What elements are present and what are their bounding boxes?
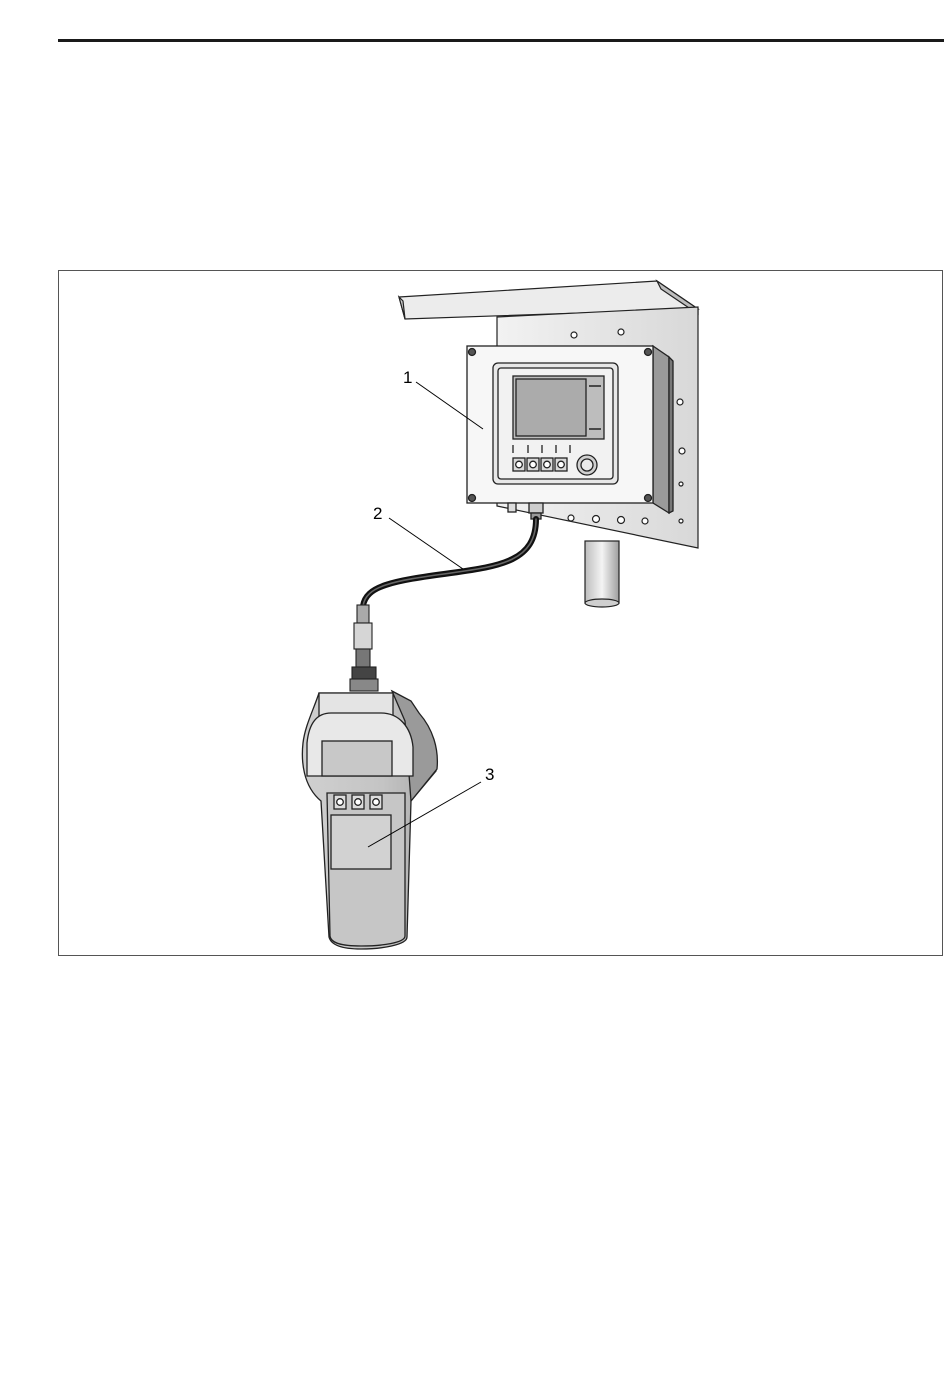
- figure-frame: 1 2 3: [58, 270, 943, 956]
- handheld-device: [302, 691, 437, 949]
- callout-number-1: 1: [403, 368, 412, 387]
- header-rule: [58, 39, 944, 42]
- cable-connector: [350, 605, 378, 691]
- transmitter-housing: [467, 346, 673, 519]
- callout-number-2: 2: [373, 504, 382, 523]
- connection-cable: [363, 519, 536, 606]
- device-illustration: 1 2 3: [59, 271, 944, 957]
- mounting-pipe: [585, 541, 619, 607]
- callout-number-3: 3: [485, 765, 494, 784]
- callout-leader-2: [389, 518, 463, 569]
